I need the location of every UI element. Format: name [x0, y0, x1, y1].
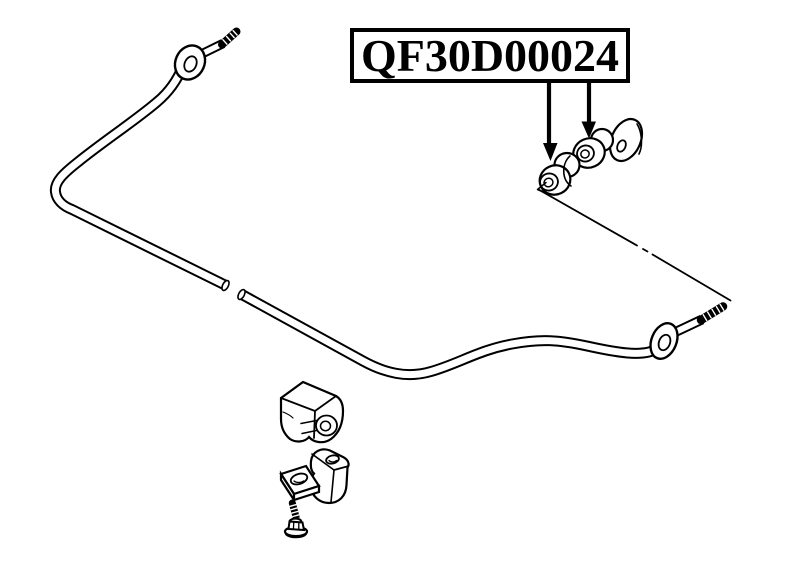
bar-left-half — [49, 63, 228, 290]
bushing-bracket — [279, 448, 350, 505]
bar-left-end-flange-washer — [173, 44, 207, 81]
link-bushing-outer — [572, 127, 615, 169]
bar-break-start-cap — [237, 288, 246, 301]
bracket-bolt — [283, 499, 309, 539]
part-number-text: QF30D00024 — [360, 29, 620, 81]
part-number-label-box: QF30D00024 — [350, 28, 630, 83]
bolt-hex-head — [287, 520, 306, 532]
right-stud-threads — [696, 302, 728, 325]
stabilizer-bar — [49, 63, 661, 381]
callout-arrow-right — [581, 81, 596, 139]
callout-arrow-left — [543, 81, 558, 161]
link-dished-washer — [608, 117, 644, 163]
leader-notch — [536, 181, 548, 195]
link-bushing-inner — [536, 151, 581, 196]
bar-rubber-bushing — [279, 380, 345, 444]
bar-right-end-flange-washer — [649, 322, 679, 360]
bar-break-end-cap — [221, 279, 230, 292]
bushing-bore — [315, 414, 338, 437]
leader-line-dashed — [537, 188, 732, 302]
